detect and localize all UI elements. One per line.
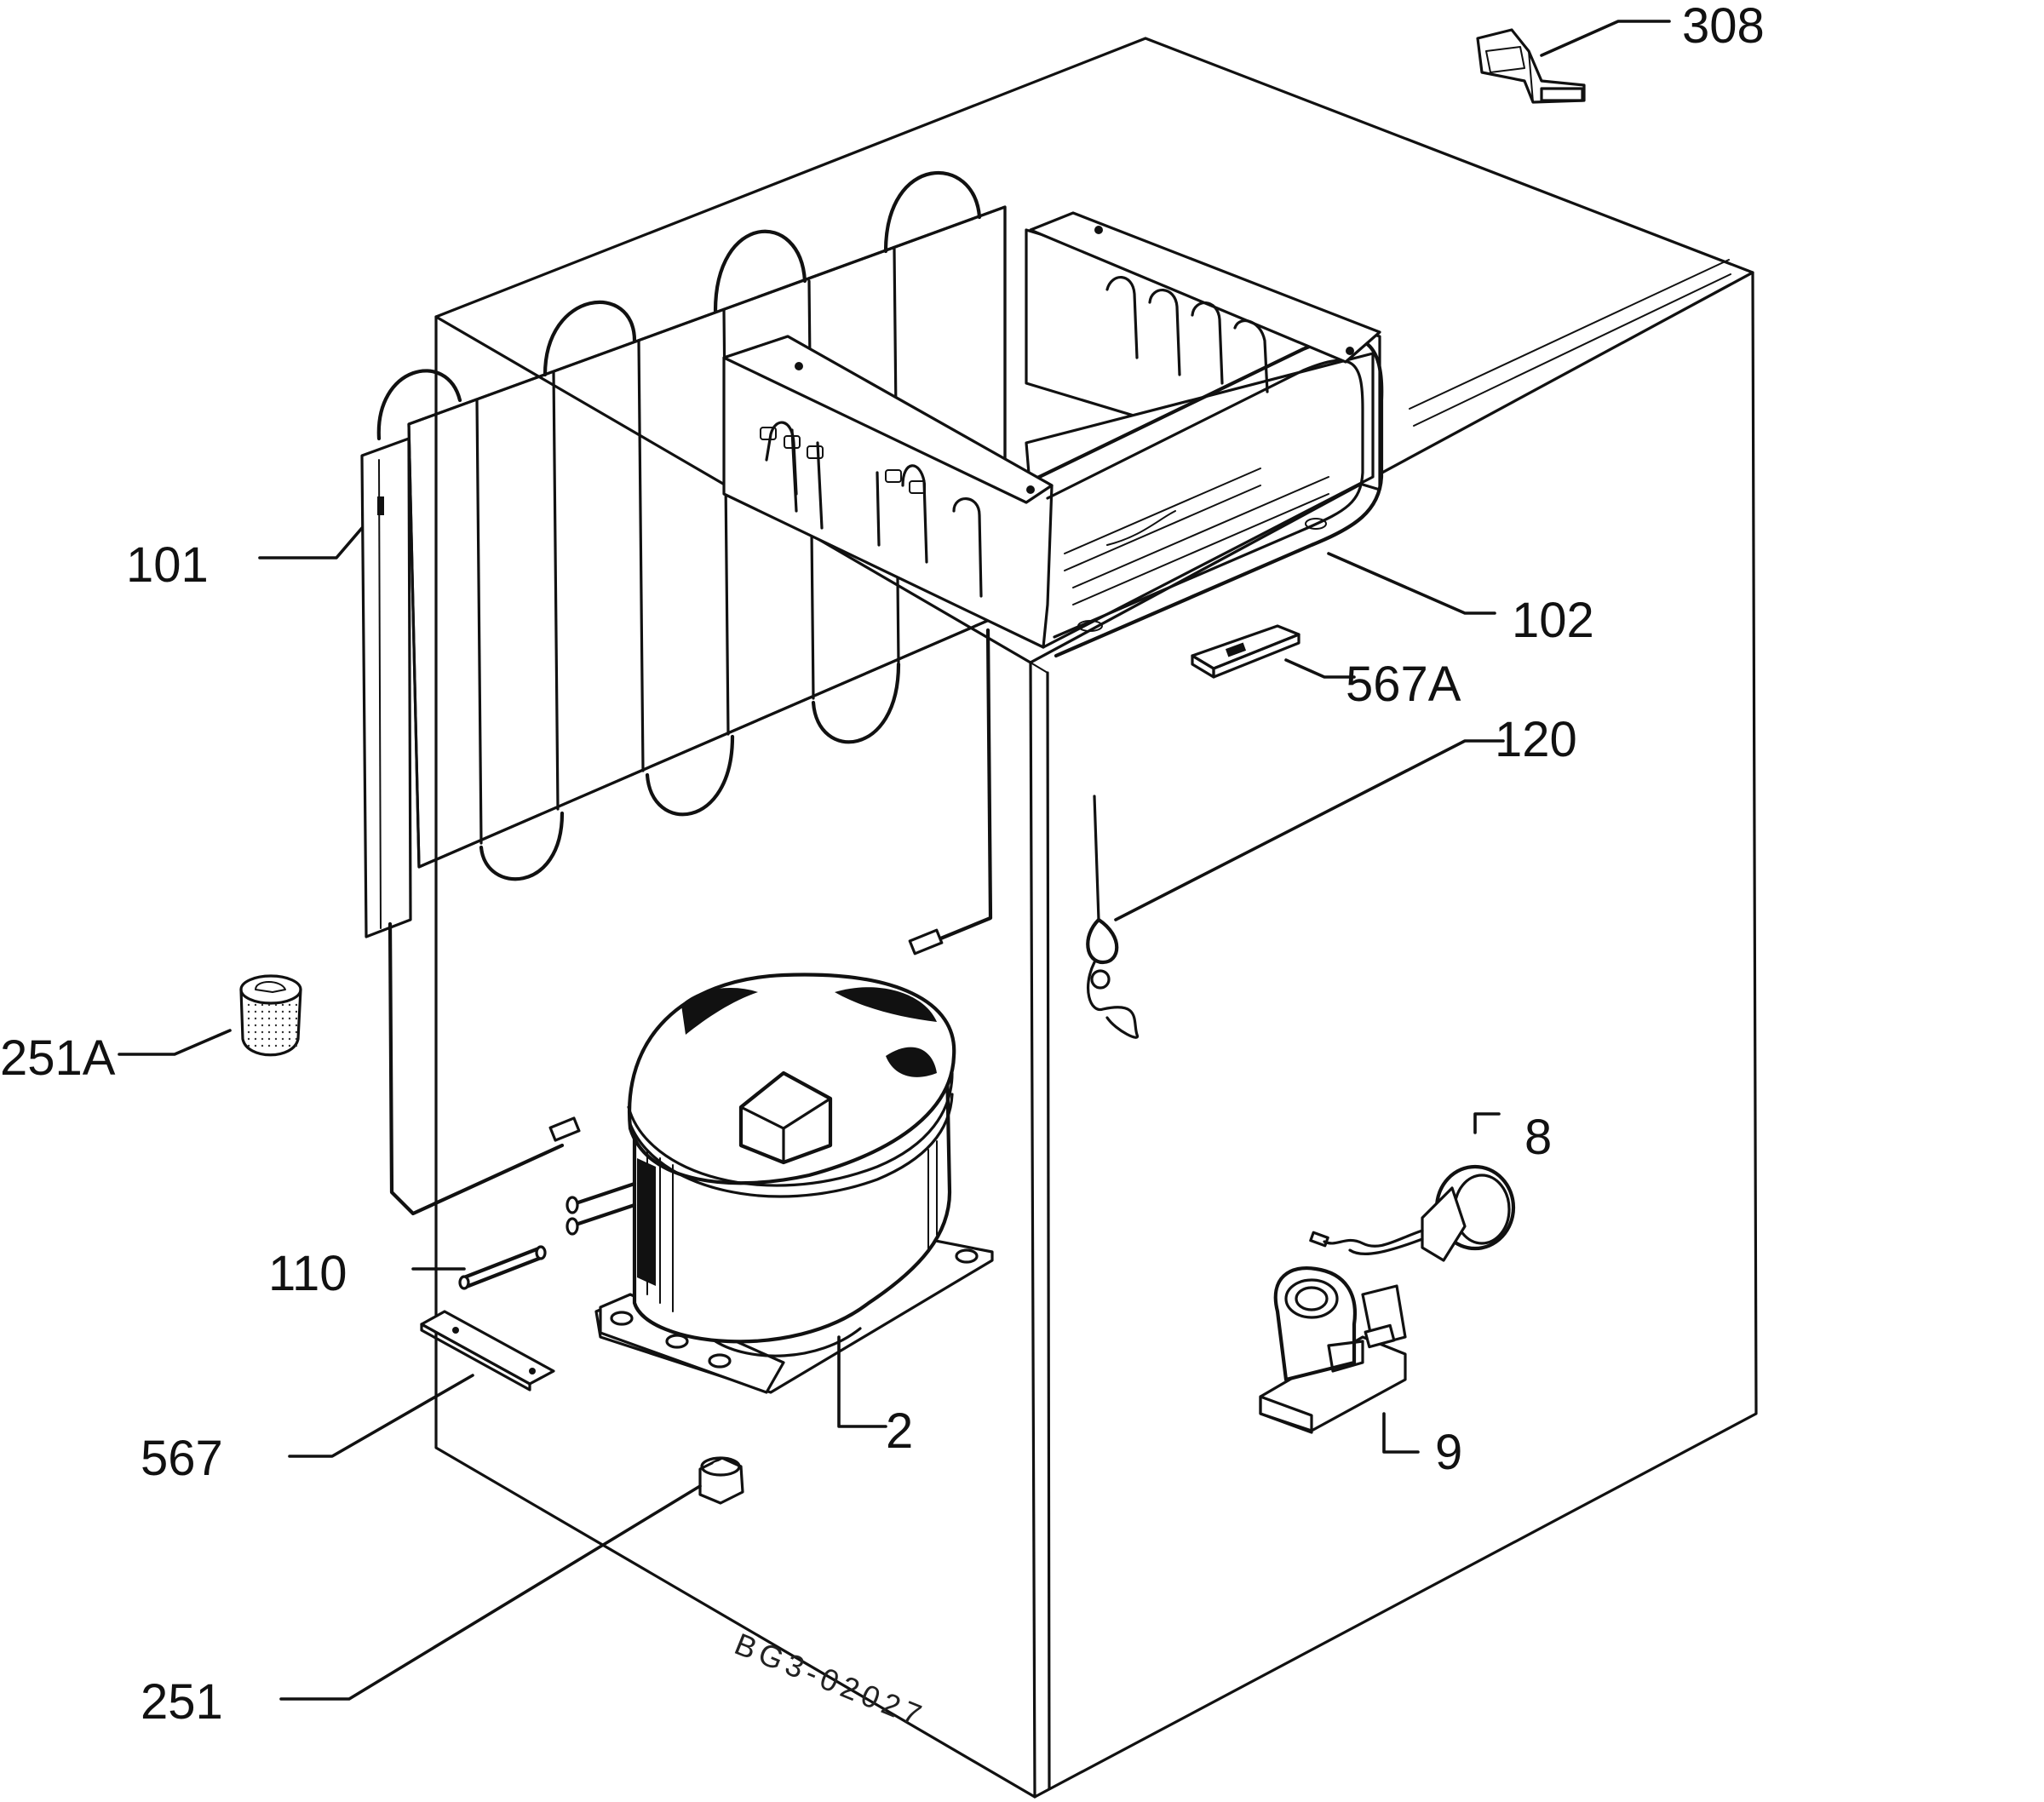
callout-2: 2 — [886, 1403, 913, 1459]
compressor — [566, 973, 994, 1394]
part-8 — [1309, 1164, 1516, 1262]
handle-part-308 — [1476, 28, 1586, 104]
drawing-code: BG3-02027 — [730, 1626, 931, 1734]
part-251A — [239, 974, 302, 1057]
callout-567: 567 — [141, 1431, 223, 1486]
part-120 — [1086, 795, 1139, 1039]
callout-labels: 308 101 102 567A 120 251A 8 110 2 9 567 … — [0, 0, 1765, 1730]
part-9 — [1259, 1266, 1407, 1434]
part-567 — [420, 1310, 555, 1392]
callout-251: 251 — [141, 1674, 223, 1730]
callout-101: 101 — [126, 537, 209, 593]
callout-120: 120 — [1495, 712, 1577, 767]
evaporator-tray — [722, 211, 1384, 658]
leader-lines — [118, 20, 1671, 1701]
callout-8: 8 — [1524, 1110, 1552, 1165]
callout-308: 308 — [1682, 0, 1765, 54]
part-251 — [698, 1456, 744, 1505]
callout-110: 110 — [268, 1246, 347, 1301]
part-110 — [458, 1245, 547, 1290]
callout-102: 102 — [1512, 593, 1594, 648]
callout-9: 9 — [1435, 1425, 1462, 1480]
callout-251A: 251A — [0, 1030, 116, 1086]
callout-567A: 567A — [1346, 657, 1461, 712]
part-567A — [1191, 624, 1300, 679]
